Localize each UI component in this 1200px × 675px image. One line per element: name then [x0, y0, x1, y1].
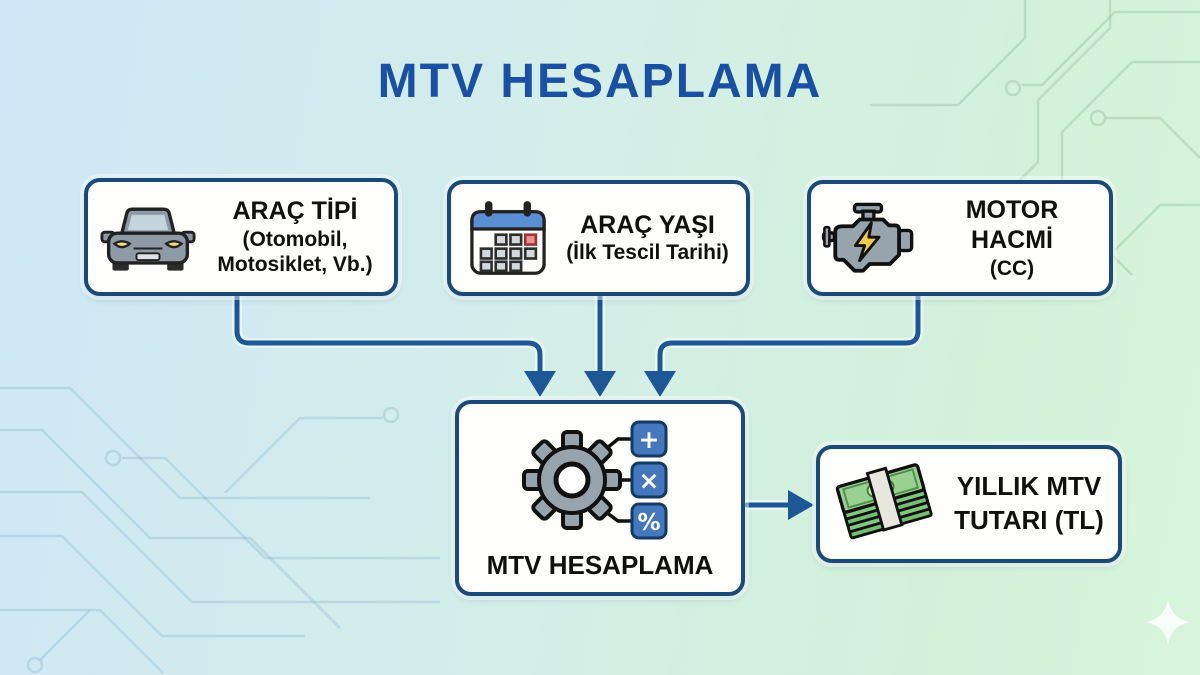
- car-icon: [100, 198, 196, 276]
- node-mtv-hesaplama-label: MTV HESAPLAMA: [486, 550, 714, 580]
- node-subtitle-2: Motosiklet, Vb.): [217, 253, 373, 277]
- node-arac-yasi: ARAÇ YAŞI (İlk Tescil Tarihi): [447, 180, 750, 296]
- node-subtitle: (CC): [989, 256, 1035, 280]
- money-stack-icon: [830, 458, 940, 550]
- node-subtitle: (İlk Tescil Tarihi): [566, 241, 729, 265]
- connector-motor-hacmi: [657, 290, 921, 379]
- arrowhead-down-left: [524, 371, 556, 397]
- circuit-pattern-bottom-left: [0, 386, 440, 674]
- node-title: MOTOR HACMİ: [965, 195, 1059, 255]
- gear-shape: [522, 430, 622, 530]
- result-line-1: YILLIK MTV: [956, 471, 1102, 502]
- page-title: MTV HESAPLAMA: [377, 55, 823, 108]
- gear-calculator-icon: + × %: [510, 416, 690, 544]
- node-arac-tipi-text: ARAÇ TİPİ (Otomobil, Motosiklet, Vb.): [196, 196, 394, 278]
- arrowhead-down-mid: [584, 371, 616, 397]
- node-title: ARAÇ YAŞI: [580, 210, 715, 239]
- engine-icon: [821, 198, 915, 278]
- node-arac-tipi: ARAÇ TİPİ (Otomobil, Motosiklet, Vb.): [84, 178, 398, 296]
- node-subtitle-1: (Otomobil,: [242, 227, 348, 251]
- node-motor-hacmi: MOTOR HACMİ (CC): [807, 180, 1113, 296]
- result-line-2: TUTARI (TL): [954, 505, 1104, 535]
- node-mtv-hesaplama: + × % MTV HESAPLAMA: [455, 400, 745, 596]
- node-arac-yasi-text: ARAÇ YAŞI (İlk Tescil Tarihi): [549, 210, 746, 266]
- node-yillik-mtv-text: YILLIK MTV TUTARI (TL): [940, 470, 1118, 538]
- arrowhead-right: [788, 490, 814, 520]
- operator-percent: %: [637, 510, 660, 536]
- node-yillik-mtv-tutari: YILLIK MTV TUTARI (TL): [816, 445, 1122, 563]
- calendar-icon: [467, 198, 549, 278]
- operator-multiply: ×: [639, 466, 660, 495]
- sparkle-icon: [1145, 599, 1191, 645]
- node-title: ARAÇ TİPİ: [232, 197, 358, 226]
- node-motor-hacmi-text: MOTOR HACMİ (CC): [915, 195, 1109, 282]
- operator-squares: + × %: [630, 420, 668, 540]
- operator-plus: +: [639, 425, 660, 454]
- arrowhead-down-right: [644, 371, 676, 397]
